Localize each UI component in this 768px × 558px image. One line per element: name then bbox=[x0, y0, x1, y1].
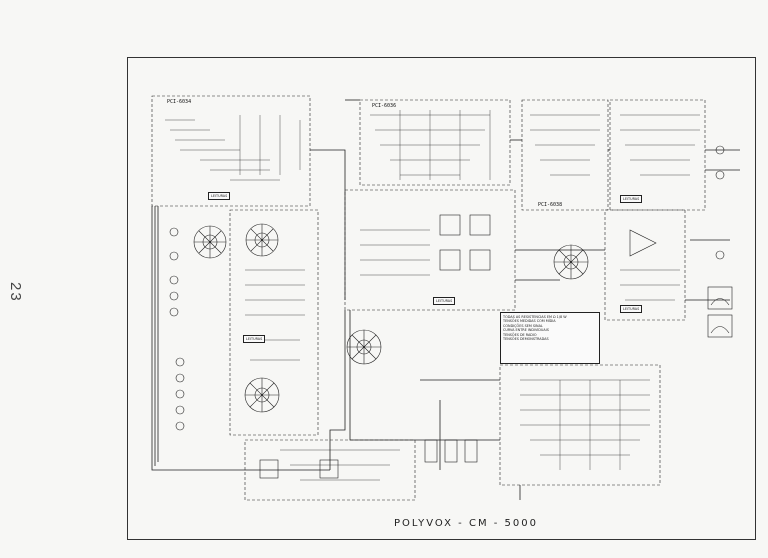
schematic-title: POLYVOX - CM - 5000 bbox=[394, 518, 538, 529]
transformers bbox=[259, 214, 491, 479]
note-line: CURVA ENTRE INDIVIDUAIS bbox=[503, 328, 549, 333]
vu-meter-1 bbox=[707, 286, 733, 310]
note-line: TENSÕES DE RADIO bbox=[503, 332, 537, 337]
rotary-switch-5 bbox=[553, 244, 589, 280]
schematic-frame bbox=[127, 57, 756, 540]
note-line: CONDIÇÕES SEM SINAL bbox=[503, 323, 543, 328]
caption-right-top: LEITURAS bbox=[620, 195, 643, 203]
module-box-top-right-b bbox=[609, 99, 706, 211]
notes-box: TODAS AS RESISTENCIAS EM Ω 1/8 W TENSÕES… bbox=[500, 312, 600, 364]
module-box-bottom-right bbox=[499, 364, 661, 486]
component-clusters bbox=[165, 110, 700, 481]
module-box-right-mid bbox=[604, 209, 686, 321]
note-line: TENSÕES DEMONSTRADAS bbox=[503, 337, 549, 342]
rotary-switch-1 bbox=[193, 225, 227, 259]
caption-left-mid: LEITURAS bbox=[243, 335, 266, 343]
vu-meter-2 bbox=[707, 314, 733, 338]
module-box-top-left bbox=[151, 95, 311, 207]
caption-top-left: LEITURAS bbox=[208, 192, 231, 200]
amplifier-symbol bbox=[629, 229, 657, 257]
caption-center: LEITURAS bbox=[433, 297, 456, 305]
module-box-top-center bbox=[359, 99, 511, 186]
module-label-pci-6034: PCI-6034 bbox=[167, 99, 192, 105]
module-box-left-mid bbox=[229, 209, 319, 436]
module-label-pci-6036: PCI-6036 bbox=[372, 103, 397, 109]
caption-right-mid: LEITURAS bbox=[620, 305, 643, 313]
output-jacks bbox=[715, 145, 725, 260]
module-box-top-right-a bbox=[521, 99, 609, 211]
rotary-switch-3 bbox=[244, 377, 280, 413]
module-label-pci-6038: PCI-6038 bbox=[538, 202, 563, 208]
note-line: TENSÕES MEDIDAS COM MÍDIA bbox=[503, 319, 556, 324]
note-line: TODAS AS RESISTENCIAS EM Ω 1/8 W bbox=[503, 315, 567, 319]
input-jacks bbox=[169, 227, 185, 431]
rotary-switch-4 bbox=[346, 329, 382, 365]
rotary-switch-2 bbox=[245, 223, 279, 257]
